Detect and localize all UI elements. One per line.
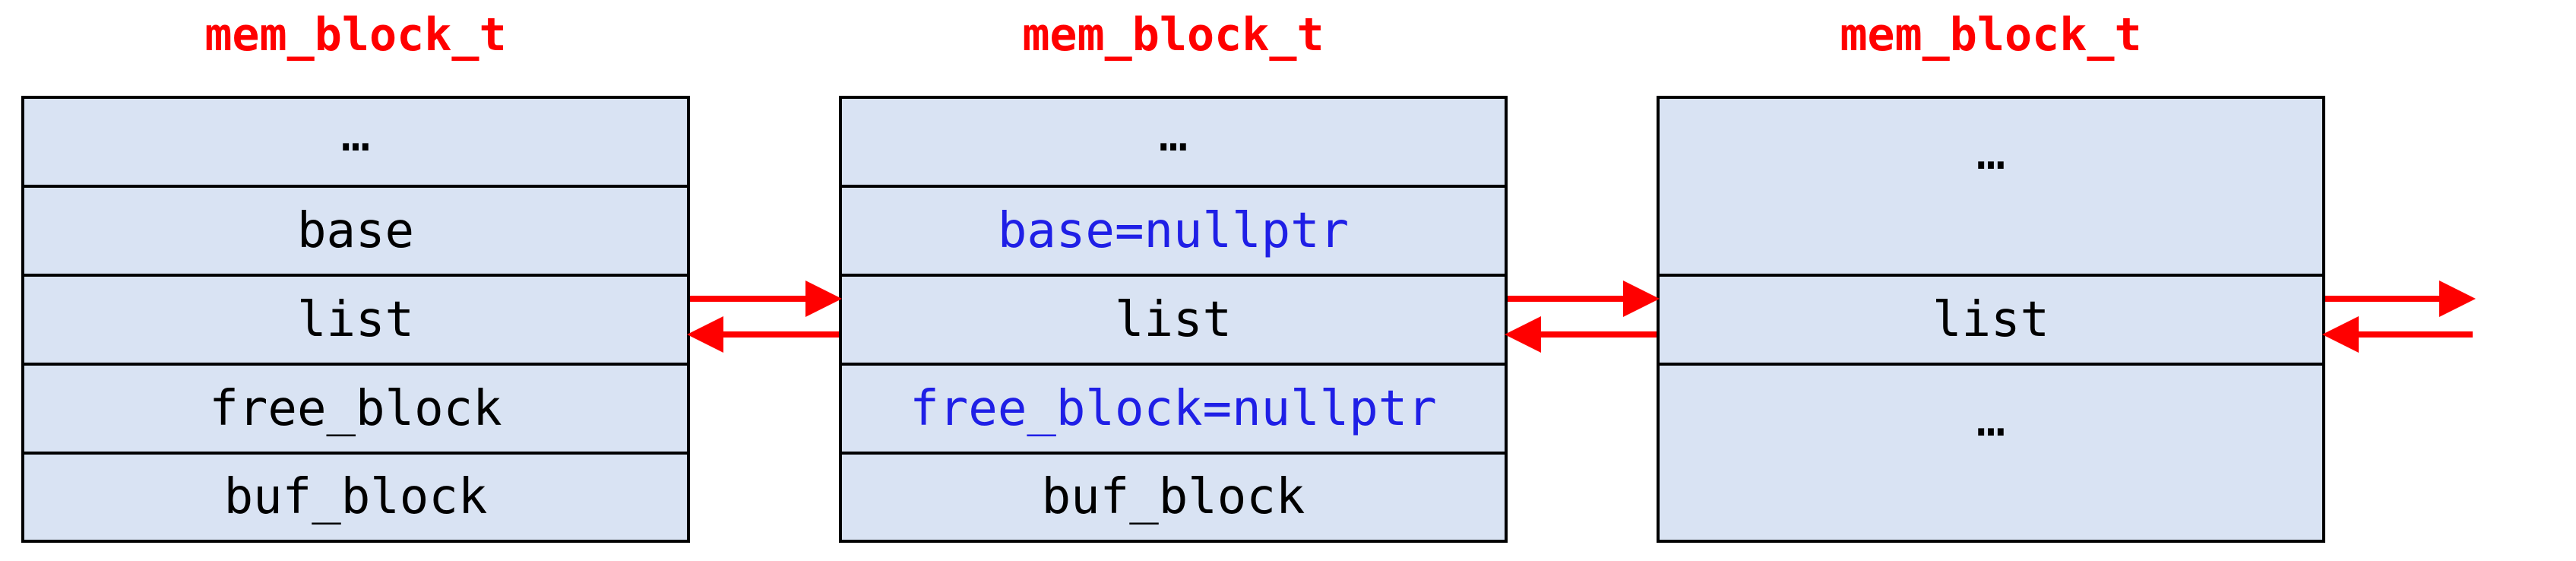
field-ellipsis: … — [842, 99, 1505, 188]
field-free-block-nullptr: free_block=nullptr — [842, 366, 1505, 455]
field-buf-block: buf_block — [223, 469, 488, 525]
field-list: list — [842, 277, 1505, 366]
mem-block-3: … list … — [1657, 96, 2325, 543]
field-ellipsis: … — [24, 99, 687, 188]
field-ellipsis-top: … — [1660, 99, 2322, 277]
mem-block-2: … base=nullptr list free_block=nullptr b… — [839, 96, 1508, 543]
field-list: list — [24, 277, 687, 366]
block-1-title: mem_block_t — [204, 8, 507, 62]
field-buf-block: buf_block — [1041, 469, 1305, 525]
block-2-title: mem_block_t — [1022, 8, 1324, 62]
field-free-block: free_block — [24, 366, 687, 455]
field-base: base — [24, 188, 687, 277]
field-list: list — [1660, 277, 2322, 366]
block-3-title: mem_block_t — [1840, 8, 2142, 62]
field-ellipsis-bottom: … — [1976, 391, 2006, 448]
field-base-nullptr: base=nullptr — [842, 188, 1505, 277]
